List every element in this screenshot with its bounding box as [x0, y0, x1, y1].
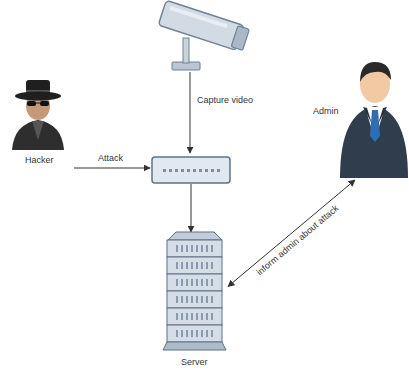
hacker-node: Hacker [8, 70, 70, 168]
server-node: Server [160, 226, 228, 370]
uplink-arrow [191, 184, 192, 232]
hacker-figure [12, 80, 64, 150]
flow-label: Attack [98, 153, 123, 164]
node-label: Hacker [25, 155, 54, 166]
server-icon [163, 232, 226, 350]
cctv-camera [158, 0, 250, 70]
flow-label: Capture video [197, 95, 253, 106]
capture-arrow [190, 72, 191, 153]
node-label: Server [181, 357, 208, 368]
admin-node: Admin [305, 48, 405, 180]
network-switch [152, 157, 230, 183]
node-label: Admin [313, 106, 339, 117]
admin-figure [340, 62, 408, 178]
bidirectional-arrow [228, 180, 355, 286]
attack-arrow [74, 168, 150, 169]
edge-label: inform admin about attack [255, 203, 341, 278]
